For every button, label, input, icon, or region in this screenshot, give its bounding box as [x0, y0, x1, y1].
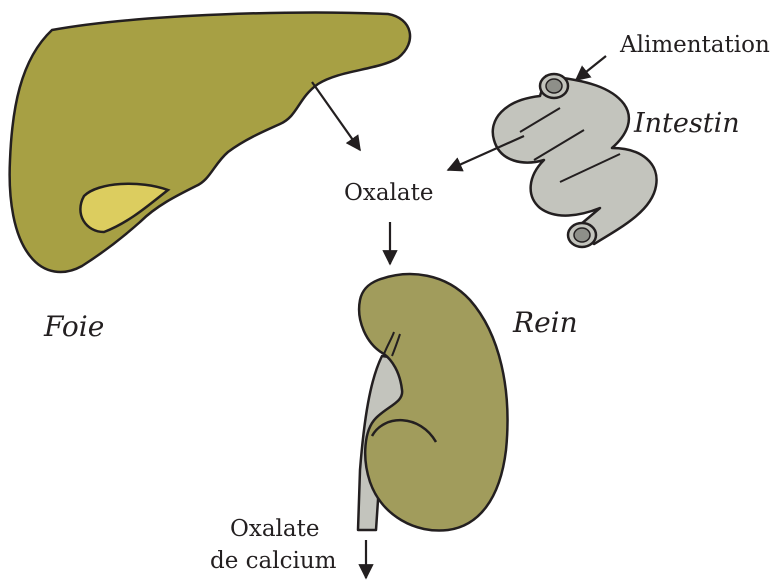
intestine-bottom-lumen [574, 228, 590, 242]
kidney-label: Rein [512, 306, 578, 339]
liver-shape [10, 13, 410, 272]
intestine-top-lumen [546, 79, 562, 93]
intestine-label: Intestin [633, 108, 740, 139]
liver [10, 13, 410, 272]
food-to-intestine-arrow [576, 56, 606, 80]
liver-label: Foie [43, 310, 104, 343]
food-label: Alimentation [619, 32, 770, 58]
intestine-body-shape [493, 76, 657, 244]
liver-to-oxalate-arrow [312, 82, 360, 150]
intestine [493, 74, 657, 247]
kidney [358, 274, 508, 530]
calcium-oxalate-label-line1: Oxalate [230, 516, 319, 542]
calcium-oxalate-label-line2: de calcium [210, 548, 337, 574]
oxalate-label: Oxalate [344, 180, 433, 206]
